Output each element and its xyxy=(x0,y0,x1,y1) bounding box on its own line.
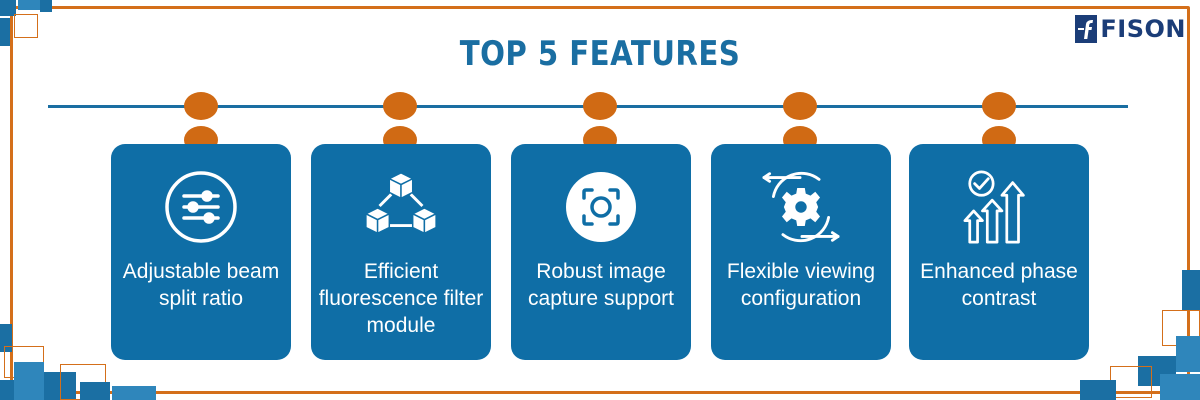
brand-logo: FISON xyxy=(1075,14,1186,44)
check-arrows-up-icon xyxy=(960,168,1038,246)
connector-dot xyxy=(982,92,1016,120)
sliders-icon xyxy=(162,168,240,246)
connector-dot xyxy=(783,92,817,120)
page-frame xyxy=(10,6,1190,394)
feature-label: Adjustable beam split ratio xyxy=(122,260,280,310)
cubes-network-icon xyxy=(362,168,440,246)
feature-label: Flexible viewing configuration xyxy=(726,260,876,310)
page-title: TOP 5 FEATURES xyxy=(459,34,741,74)
feature-card-beam-split: Adjustable beam split ratio xyxy=(111,144,291,360)
feature-label: Enhanced phase contrast xyxy=(920,260,1078,310)
brand-name: FISON xyxy=(1100,15,1186,43)
feature-card-image-capture: Robust image capture support xyxy=(511,144,691,360)
fison-logo-icon xyxy=(1075,15,1098,43)
connector-dot xyxy=(184,92,218,120)
decor-bottom-right xyxy=(1050,270,1200,400)
connector-dot xyxy=(583,92,617,120)
feature-label: Robust image capture support xyxy=(528,260,674,310)
feature-card-phase-contrast: Enhanced phase contrast xyxy=(909,144,1089,360)
feature-card-viewing: Flexible viewing configuration xyxy=(711,144,891,360)
feature-card-fluorescence: Efficient fluorescence filter module xyxy=(311,144,491,360)
gear-cycle-icon xyxy=(762,168,840,246)
connector-dot xyxy=(383,92,417,120)
feature-label: Efficient fluorescence filter module xyxy=(318,260,484,337)
camera-focus-icon xyxy=(562,168,640,246)
decor-top-left xyxy=(0,0,60,60)
